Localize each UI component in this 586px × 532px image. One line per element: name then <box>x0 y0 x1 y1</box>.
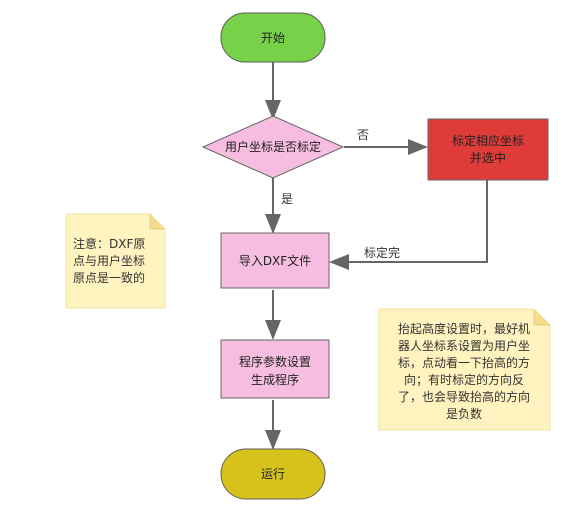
left-note: 注意：DXF原 点与用户坐标 原点是一致的 <box>73 236 157 302</box>
right-note-line-1: 抬起高度设置时，最好机 <box>397 322 530 336</box>
program-node <box>220 339 330 399</box>
program-node-label-line1: 程序参数设置 <box>239 354 311 369</box>
run-node-label: 运行 <box>261 467 285 481</box>
right-note-line-2: 器人坐标系设置为用户坐 <box>397 339 530 353</box>
decision-node-label: 用户坐标是否标定 <box>225 139 321 154</box>
right-note-line-5: 了，也会导致抬高的方向 <box>397 390 530 404</box>
connector-calibrate-to-import <box>329 180 488 270</box>
right-note-line-4: 向；有时标定的方向反 <box>403 373 524 387</box>
right-note-line-6: 是负数 <box>445 407 482 421</box>
right-note-shape <box>378 308 551 431</box>
left-note-fold <box>149 214 165 230</box>
calibrate-node-label-line1: 标定相应坐标 <box>452 133 524 148</box>
right-note: 抬起高度设置时，最好机 器人坐标系设置为用户坐 标，点动看一下抬高的方 向；有时… <box>388 321 540 424</box>
program-node-label-line2: 生成程序 <box>251 372 299 387</box>
edge-label-no: 否 <box>357 128 369 142</box>
start-node-label: 开始 <box>261 31 285 45</box>
left-note-line-3: 原点是一致的 <box>73 271 146 285</box>
import-node-label: 导入DXF文件 <box>239 253 311 268</box>
start-node <box>220 12 326 63</box>
calibrate-node <box>427 118 549 181</box>
run-node <box>220 448 326 500</box>
right-note-line-3: 标，点动看一下抬高的方 <box>397 356 530 370</box>
import-node <box>220 232 330 289</box>
left-note-line-2: 点与用户坐标 <box>73 254 146 268</box>
edge-label-yes: 是 <box>281 192 293 206</box>
edge-label-done: 标定完 <box>364 245 400 260</box>
left-note-shape <box>65 213 166 309</box>
calibrate-node-label-line2: 并选中 <box>470 150 506 165</box>
left-note-line-1: 注意：DXF原 <box>73 237 146 251</box>
decision-node <box>201 115 345 179</box>
right-note-fold <box>533 309 550 326</box>
